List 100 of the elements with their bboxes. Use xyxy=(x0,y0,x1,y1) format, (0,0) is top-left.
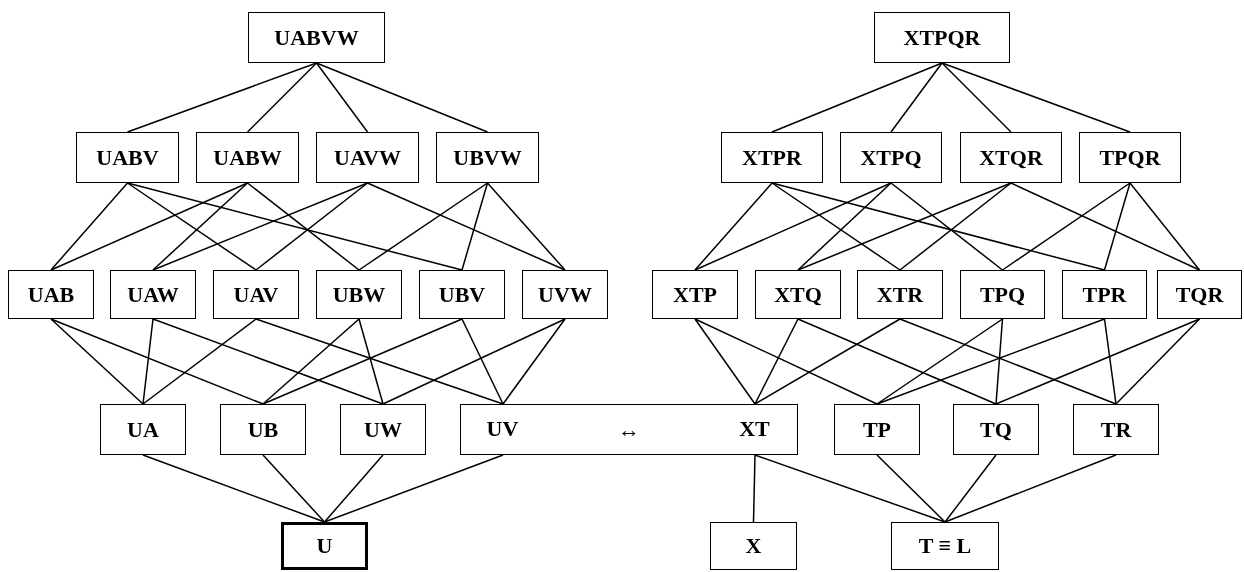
node-box xyxy=(436,132,539,183)
node-box xyxy=(419,270,505,319)
connector-line xyxy=(315,62,489,133)
node-box xyxy=(1157,270,1242,319)
node-box xyxy=(953,404,1039,455)
connector-line xyxy=(771,182,1106,271)
node-label: UAV xyxy=(233,281,279,308)
node-box xyxy=(857,270,943,319)
connector-line xyxy=(262,318,463,405)
connector-line xyxy=(315,62,369,133)
node-label: UAW xyxy=(127,281,179,308)
node-box xyxy=(652,270,738,319)
node-box xyxy=(281,522,368,570)
connector-line xyxy=(366,182,566,271)
node-label: TQ xyxy=(980,416,1012,443)
node-box xyxy=(1073,404,1159,455)
connector-line xyxy=(694,318,878,405)
connector-line xyxy=(50,318,144,405)
connector-line xyxy=(941,62,1131,133)
node-box xyxy=(891,522,999,570)
node-label: UABW xyxy=(213,144,282,171)
connector-line xyxy=(1115,318,1201,405)
node-label: TPQ xyxy=(979,281,1026,308)
double-arrow-symbol: ↔ xyxy=(618,416,640,443)
node-label: TQR xyxy=(1175,281,1224,308)
connector-line xyxy=(694,318,756,405)
connector-line xyxy=(995,318,1201,405)
connector-line xyxy=(995,318,1004,405)
node-label: XTQ xyxy=(774,281,822,308)
connector-line xyxy=(246,62,318,133)
connector-line xyxy=(262,454,326,523)
node-box xyxy=(755,270,841,319)
connector-line xyxy=(152,182,249,271)
connector-line xyxy=(486,182,566,271)
wide-box xyxy=(460,404,798,455)
connector-line xyxy=(502,318,566,405)
node-box xyxy=(248,12,385,63)
connector-line xyxy=(1103,182,1131,271)
node-box xyxy=(76,132,179,183)
connector-line xyxy=(126,62,318,133)
node-box xyxy=(213,270,299,319)
connector-line xyxy=(1001,182,1131,271)
node-box xyxy=(1062,270,1147,319)
node-label: X xyxy=(745,533,762,559)
connector-line xyxy=(771,62,943,133)
connector-line xyxy=(262,318,360,405)
connector-line xyxy=(941,62,1012,133)
connector-line xyxy=(461,318,504,405)
node-box xyxy=(316,132,419,183)
connector-line xyxy=(797,182,1012,271)
connector-line xyxy=(876,318,1004,405)
connector-line xyxy=(797,318,997,405)
connector-line xyxy=(944,454,997,523)
node-label: UB xyxy=(247,416,279,443)
node-label: UV xyxy=(486,416,519,442)
connector-line xyxy=(152,182,369,271)
connector-line xyxy=(1010,182,1201,271)
connector-line xyxy=(142,318,257,405)
connector-line xyxy=(890,62,943,133)
connector-line xyxy=(358,182,489,271)
node-label: UAB xyxy=(27,281,75,308)
connector-line xyxy=(126,182,463,271)
node-box xyxy=(100,404,186,455)
connector-line xyxy=(126,182,257,271)
connector-line xyxy=(754,318,799,405)
node-label: T ≡ L xyxy=(918,533,972,559)
node-label: U xyxy=(316,533,333,559)
node-box xyxy=(874,12,1010,63)
node-box xyxy=(960,270,1045,319)
node-label: TP xyxy=(862,416,892,443)
connector-line xyxy=(876,454,946,523)
node-box xyxy=(340,404,426,455)
connector-line xyxy=(754,318,901,405)
connector-line xyxy=(255,318,504,405)
connector-line xyxy=(752,454,756,523)
connector-line xyxy=(944,454,1117,523)
connector-line xyxy=(142,454,326,523)
node-label: UA xyxy=(127,416,159,443)
node-box xyxy=(840,132,942,183)
node-box xyxy=(721,132,823,183)
connector-line xyxy=(50,318,264,405)
node-label: UBV xyxy=(438,281,486,308)
connector-line xyxy=(323,454,384,523)
node-box xyxy=(710,522,797,570)
node-label: UAVW xyxy=(334,144,401,171)
connector-line xyxy=(50,182,249,271)
node-box xyxy=(8,270,94,319)
node-label: TPQR xyxy=(1099,144,1161,171)
connector-line xyxy=(152,318,384,405)
connector-line xyxy=(358,318,384,405)
connector-line xyxy=(771,182,901,271)
connector-line xyxy=(694,182,773,271)
node-label: UW xyxy=(364,416,402,443)
node-label: TPR xyxy=(1082,281,1127,308)
node-box xyxy=(1079,132,1181,183)
connector-line xyxy=(142,318,154,405)
node-label: XTR xyxy=(876,281,924,308)
node-box xyxy=(316,270,402,319)
node-box xyxy=(220,404,306,455)
node-label: TR xyxy=(1100,416,1132,443)
